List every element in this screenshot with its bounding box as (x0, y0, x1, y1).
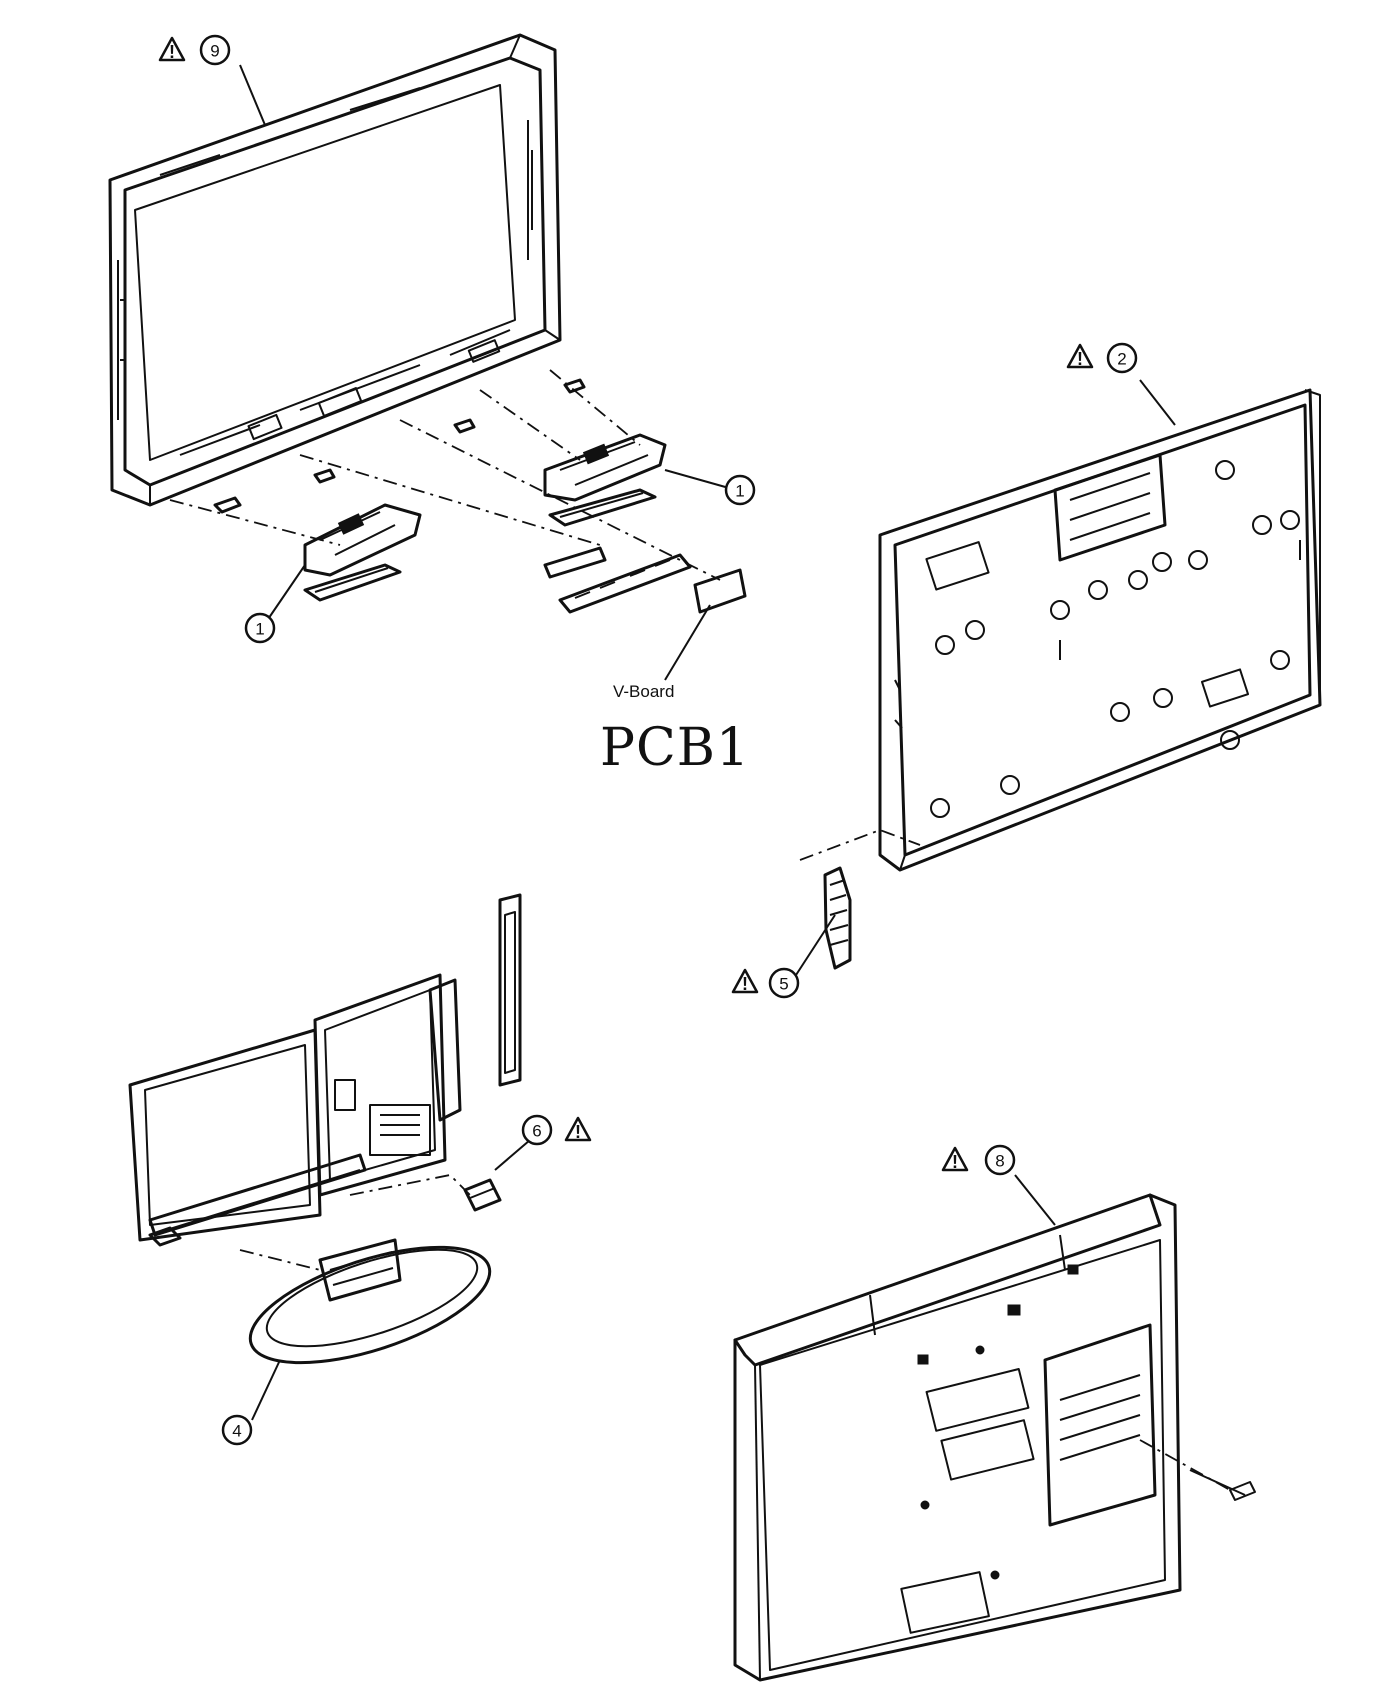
svg-text:!: ! (169, 42, 175, 62)
callout-2-number: 2 (1117, 350, 1126, 369)
speaker-left (303, 503, 422, 602)
callout-6-number: 6 (532, 1122, 541, 1141)
callout-2: 2 (1106, 342, 1138, 374)
svg-text:!: ! (952, 1152, 958, 1172)
callout-9: 9 (199, 34, 231, 66)
callout-1-right: 1 (724, 474, 756, 506)
callout-1-left: 1 (244, 612, 276, 644)
callout-6: 6 (521, 1114, 553, 1146)
v-board-assembly (543, 546, 747, 614)
callout-4: 4 (221, 1414, 253, 1446)
callout-5-number: 5 (779, 975, 788, 994)
callout-8-number: 8 (995, 1152, 1004, 1171)
callout-8: 8 (984, 1144, 1016, 1176)
warning-triangle-icon: ! (941, 1146, 969, 1172)
callout-1-right-number: 1 (735, 482, 744, 501)
svg-text:!: ! (1077, 349, 1083, 369)
callout-1-left-number: 1 (255, 620, 264, 639)
main-board-assembly (128, 893, 522, 1247)
speaker-right (543, 433, 667, 527)
callout-5: 5 (768, 967, 800, 999)
handwritten-pcb-note: PCB1 (600, 718, 750, 778)
front-cabinet (108, 33, 562, 507)
power-cord-connector (463, 1178, 502, 1212)
callout-4-number: 4 (232, 1422, 241, 1441)
callout-9-number: 9 (210, 42, 219, 61)
warning-triangle-icon: ! (564, 1116, 592, 1142)
lcd-panel (878, 388, 1322, 872)
svg-text:!: ! (575, 1122, 581, 1142)
assembly-lines-front (169, 369, 721, 581)
screws (213, 378, 586, 514)
warning-triangle-icon: ! (731, 968, 759, 994)
svg-text:!: ! (742, 974, 748, 994)
rear-cabinet (733, 1193, 1256, 1682)
warning-triangle-icon: ! (1066, 343, 1094, 369)
key-board (799, 829, 921, 970)
stand (239, 1174, 492, 1365)
warning-triangle-icon: ! (158, 36, 186, 62)
v-board-label: V-Board (613, 682, 674, 701)
